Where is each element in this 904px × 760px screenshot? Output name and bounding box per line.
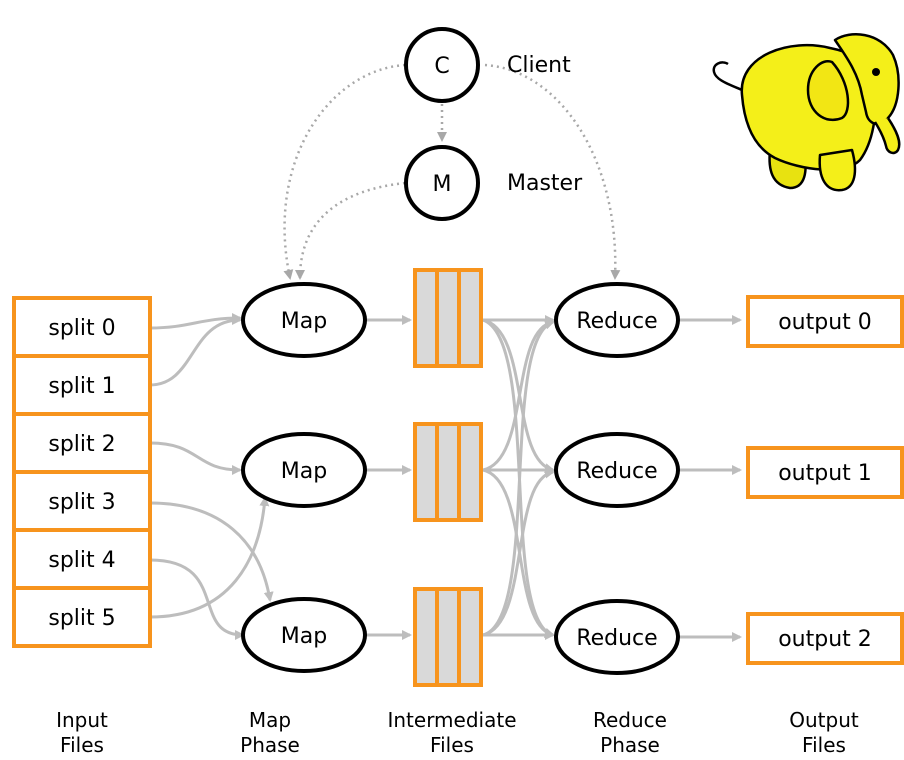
map-node-1 <box>241 432 367 508</box>
input-splits: split 0 split 1 split 2 split 3 split 4 … <box>12 296 152 648</box>
map-node-2 <box>241 597 367 673</box>
output-label: output 1 <box>778 461 872 486</box>
reduce-to-output-arrows <box>678 315 742 642</box>
reduce-label: Reduce <box>576 626 657 651</box>
master-label: Master <box>507 171 583 196</box>
caption-map-line1: Map <box>249 708 291 732</box>
split-label: split 4 <box>48 548 115 573</box>
caption-reduce-line2: Phase <box>600 733 660 757</box>
reduce-node-1 <box>554 432 680 508</box>
intermediate-file-0 <box>413 268 483 368</box>
caption-output-line2: Files <box>802 733 846 757</box>
output-box-1 <box>746 446 904 499</box>
caption-intermediate-line1: Intermediate <box>387 708 516 732</box>
client-to-map-line <box>283 63 406 280</box>
column-captions: Input Files Map Phase Intermediate Files… <box>56 708 859 757</box>
map-node-0 <box>241 282 367 358</box>
output-box-0 <box>746 295 904 348</box>
hadoop-elephant-icon <box>712 33 901 192</box>
split-label: split 5 <box>48 606 115 631</box>
caption-reduce-line1: Reduce <box>593 708 667 732</box>
output-label: output 0 <box>778 310 872 335</box>
caption-intermediate-line2: Files <box>430 733 474 757</box>
caption-input-line1: Input <box>56 708 108 732</box>
split-label: split 3 <box>48 490 115 515</box>
output-files: output 0 output 1 output 2 <box>746 295 904 665</box>
map-nodes: Map Map Map <box>241 282 367 673</box>
output-box-2 <box>746 612 904 665</box>
shuffle-arrows <box>482 315 555 640</box>
master-to-map-line <box>295 181 406 280</box>
map-label: Map <box>281 309 327 334</box>
caption-input-line2: Files <box>60 733 104 757</box>
client-to-reduce-line <box>484 63 621 280</box>
map-label: Map <box>281 459 327 484</box>
caption-map-line2: Phase <box>240 733 300 757</box>
client-label: Client <box>507 53 571 78</box>
client-node: C <box>404 27 480 103</box>
intermediate-file-2 <box>413 587 483 687</box>
map-label: Map <box>281 624 327 649</box>
split-label: split 2 <box>48 432 115 457</box>
reduce-node-0 <box>554 282 680 358</box>
split-label: split 0 <box>48 316 115 341</box>
master-node: M <box>404 145 480 221</box>
reduce-node-2 <box>554 599 680 675</box>
reduce-label: Reduce <box>576 309 657 334</box>
map-to-intermediate-arrows <box>366 315 412 640</box>
client-letter: C <box>434 54 449 79</box>
split-label: split 1 <box>48 374 115 399</box>
output-label: output 2 <box>778 627 872 652</box>
control-lines <box>283 63 621 280</box>
split-arrows <box>149 313 274 640</box>
split-box-5 <box>12 586 152 648</box>
master-letter: M <box>433 172 452 197</box>
reduce-nodes: Reduce Reduce Reduce <box>554 282 680 675</box>
intermediate-file-1 <box>413 422 483 522</box>
reduce-label: Reduce <box>576 459 657 484</box>
caption-output-line1: Output <box>789 708 859 732</box>
